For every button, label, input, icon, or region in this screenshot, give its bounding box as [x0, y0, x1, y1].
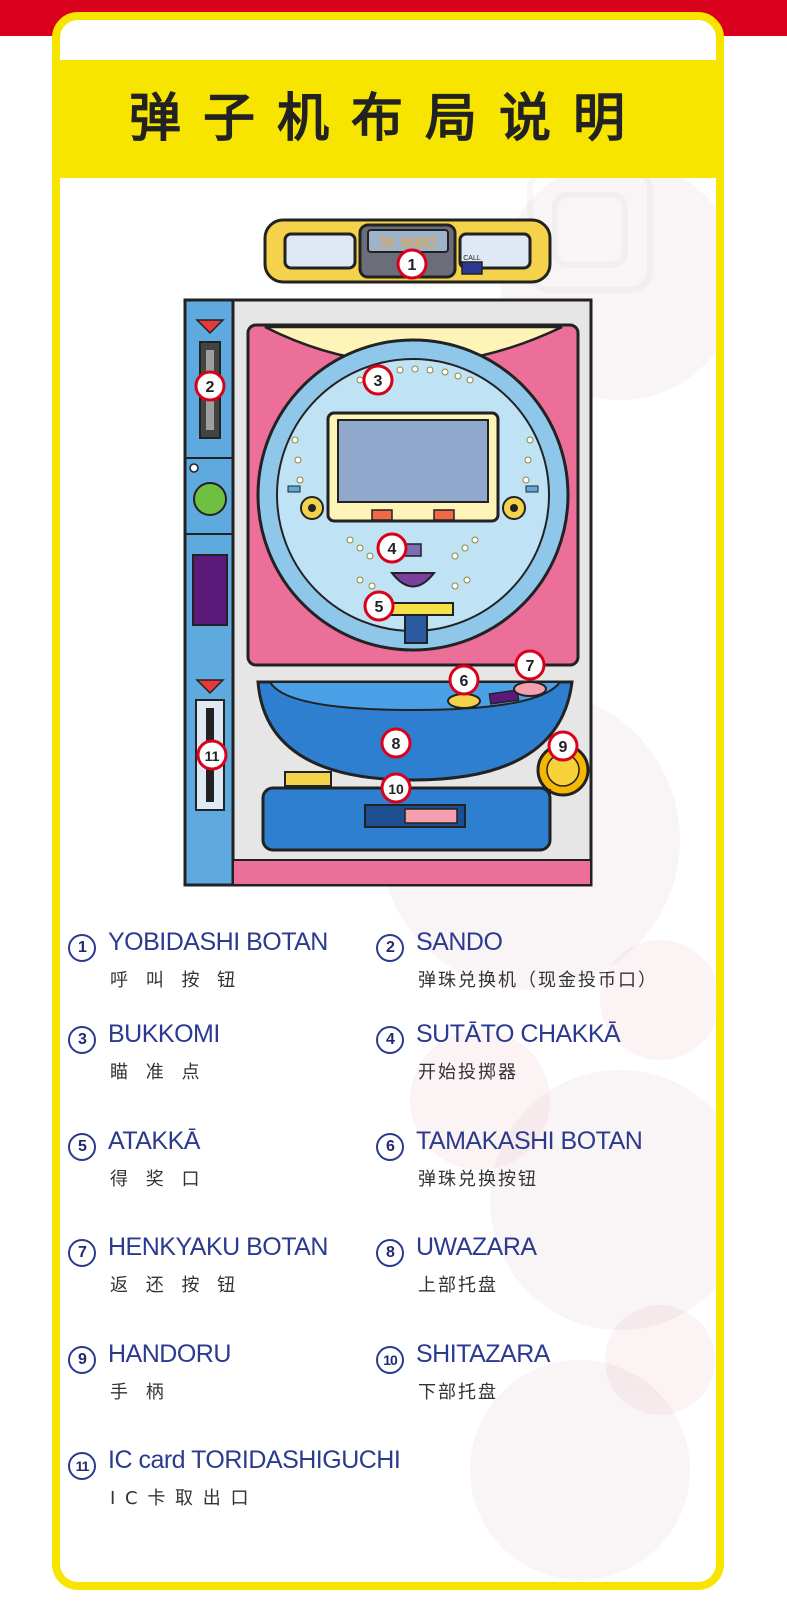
- legend-item: 6 TAMAKASHI BOTAN 弹珠兑换按钮: [376, 1127, 696, 1197]
- legend-item: 4 SUTĀTO CHAKKĀ 开始投掷器: [376, 1020, 696, 1090]
- henkyaku-button: [513, 681, 547, 697]
- svg-text:11: 11: [205, 748, 220, 764]
- legend-name-en: ATAKKĀ: [108, 1127, 200, 1155]
- info-card: 弹子机布局说明 38 88882 CALL: [52, 12, 724, 1590]
- title-band: [60, 60, 716, 178]
- legend-number: 8: [376, 1239, 404, 1267]
- legend-number: 1: [68, 934, 96, 962]
- legend-item: 9 HANDORU 手 柄: [68, 1340, 388, 1410]
- marker-8: 8: [380, 727, 412, 759]
- legend-name-en: IC card TORIDASHIGUCHI: [108, 1446, 401, 1474]
- legend-name-zh: 手 柄: [110, 1382, 170, 1403]
- legend-number: 5: [68, 1133, 96, 1161]
- legend-name-en: SHITAZARA: [416, 1340, 550, 1368]
- legend-item: 2 SANDO 弹珠兑换机（现金投币口）: [376, 928, 696, 998]
- display-digits: 38 88882: [379, 236, 437, 250]
- marker-4: 4: [376, 532, 408, 564]
- video-screen: [337, 419, 489, 503]
- svg-text:2: 2: [206, 379, 215, 396]
- legend-number: 6: [376, 1133, 404, 1161]
- legend-name-zh: 弹珠兑换机（现金投币口）: [418, 970, 658, 991]
- marker-11: 11: [196, 739, 228, 771]
- call-label: CALL: [463, 255, 481, 262]
- green-button: [193, 482, 227, 516]
- legend-number: 10: [376, 1346, 404, 1374]
- legend-name-en: SANDO: [416, 928, 503, 956]
- page-title: 弹子机布局说明: [128, 89, 647, 149]
- legend-name-zh: 开始投掷器: [418, 1062, 518, 1083]
- marker-2: 2: [194, 370, 226, 402]
- marker-1: 1: [396, 248, 428, 280]
- legend-number: 11: [68, 1452, 96, 1480]
- bottom-panel: [232, 859, 592, 886]
- pachinko-machine-diagram: 38 88882 CALL: [183, 218, 593, 887]
- marker-7: 7: [514, 649, 546, 681]
- svg-text:9: 9: [559, 739, 568, 756]
- legend-item: 1 YOBIDASHI BOTAN 呼 叫 按 钮: [68, 928, 388, 998]
- legend-name-en: BUKKOMI: [108, 1020, 220, 1048]
- svg-text:1: 1: [408, 257, 417, 274]
- legend-name-en: UWAZARA: [416, 1233, 537, 1261]
- legend-name-zh: 上部托盘: [418, 1275, 498, 1296]
- svg-text:5: 5: [375, 599, 384, 616]
- svg-text:3: 3: [374, 373, 383, 390]
- svg-text:10: 10: [388, 781, 404, 797]
- legend-item: 8 UWAZARA 上部托盘: [376, 1233, 696, 1303]
- legend-name-zh: 弹珠兑换按钮: [418, 1169, 538, 1190]
- legend-number: 4: [376, 1026, 404, 1054]
- legend-name-en: SUTĀTO CHAKKĀ: [416, 1020, 621, 1048]
- svg-text:8: 8: [392, 736, 401, 753]
- legend-name-en: TAMAKASHI BOTAN: [416, 1127, 643, 1155]
- legend-item: 7 HENKYAKU BOTAN 返 还 按 钮: [68, 1233, 388, 1303]
- legend-name-en: HANDORU: [108, 1340, 231, 1368]
- legend-item: 11 IC card TORIDASHIGUCHI I C 卡 取 出 口: [68, 1446, 488, 1516]
- marker-5: 5: [363, 590, 395, 622]
- marker-6: 6: [448, 664, 480, 696]
- legend-number: 9: [68, 1346, 96, 1374]
- legend-item: 10 SHITAZARA 下部托盘: [376, 1340, 696, 1410]
- legend-name-zh: 下部托盘: [418, 1382, 498, 1403]
- legend-item: 5 ATAKKĀ 得 奖 口: [68, 1127, 388, 1197]
- svg-text:4: 4: [388, 541, 397, 558]
- legend-name-zh: 呼 叫 按 钮: [110, 970, 242, 991]
- legend: 1 YOBIDASHI BOTAN 呼 叫 按 钮 2 SANDO 弹珠兑换机（…: [60, 20, 716, 1582]
- legend-name-zh: 返 还 按 钮: [110, 1275, 242, 1296]
- marker-9: 9: [547, 730, 579, 762]
- legend-name-zh: 得 奖 口: [110, 1169, 206, 1190]
- purple-panel: [192, 554, 228, 626]
- legend-number: 7: [68, 1239, 96, 1267]
- svg-text:7: 7: [526, 658, 535, 675]
- svg-text:6: 6: [460, 673, 469, 690]
- legend-item: 3 BUKKOMI 瞄 准 点: [68, 1020, 388, 1090]
- legend-name-en: HENKYAKU BOTAN: [108, 1233, 328, 1261]
- legend-number: 3: [68, 1026, 96, 1054]
- marker-3: 3: [362, 364, 394, 396]
- legend-name-en: YOBIDASHI BOTAN: [108, 928, 328, 956]
- legend-name-zh: 瞄 准 点: [110, 1062, 206, 1083]
- legend-number: 2: [376, 934, 404, 962]
- legend-name-zh: I C 卡 取 出 口: [110, 1488, 251, 1509]
- marker-10: 10: [380, 772, 412, 804]
